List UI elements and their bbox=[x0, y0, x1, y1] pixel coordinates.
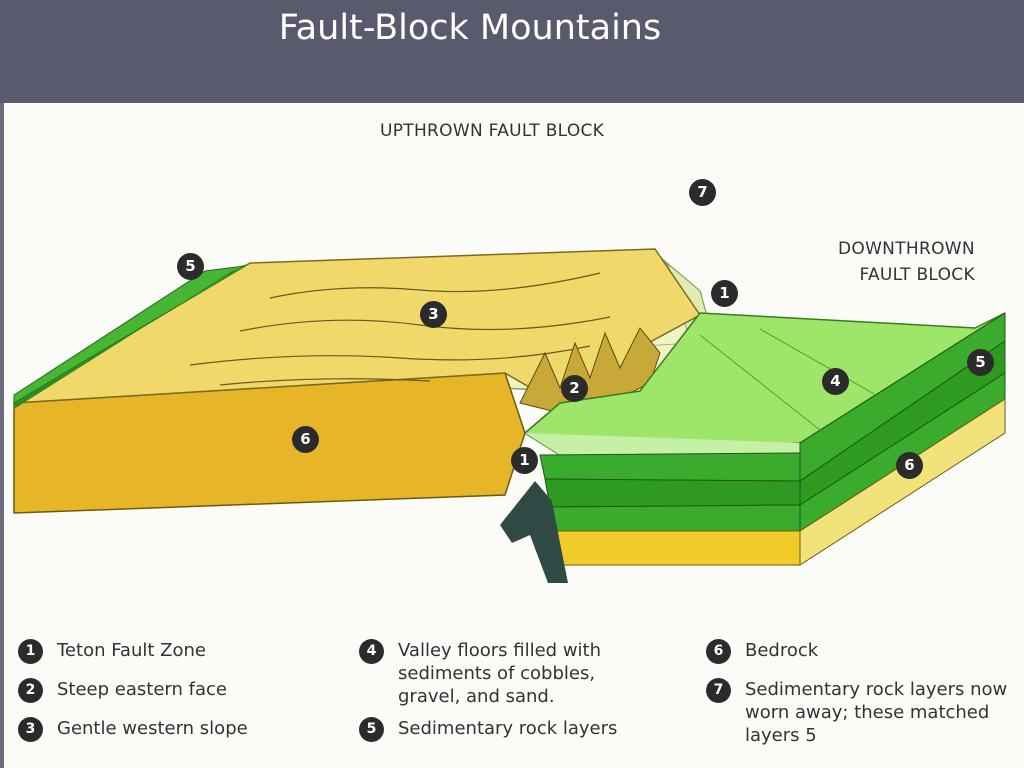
legend-text: Sedimentary rock layers bbox=[398, 718, 618, 739]
legend-badge: 1 bbox=[18, 639, 43, 664]
movement-arrow bbox=[500, 481, 568, 583]
legend-text: Bedrock bbox=[745, 640, 819, 661]
legend-badge: 3 bbox=[18, 717, 43, 742]
legend-item-6: 6 Bedrock bbox=[706, 639, 818, 664]
marker-4: 4 bbox=[822, 368, 849, 395]
legend-badge: 2 bbox=[18, 678, 43, 703]
legend-item-1: 1 Teton Fault Zone bbox=[18, 639, 206, 664]
legend-badge: 4 bbox=[359, 639, 384, 664]
marker-5-left: 5 bbox=[177, 253, 204, 280]
legend-text: Gentle western slope bbox=[57, 718, 248, 739]
legend-text: Sedimentary rock layers now worn away; t… bbox=[745, 679, 1008, 746]
marker-1-bottom: 1 bbox=[511, 447, 538, 474]
legend-text: Teton Fault Zone bbox=[57, 640, 206, 661]
marker-3: 3 bbox=[420, 301, 447, 328]
legend-item-3: 3 Gentle western slope bbox=[18, 717, 248, 742]
marker-7: 7 bbox=[689, 179, 716, 206]
marker-1-top: 1 bbox=[711, 280, 738, 307]
legend-text: Steep eastern face bbox=[57, 679, 227, 700]
legend-badge: 6 bbox=[706, 639, 731, 664]
downthrown-block bbox=[523, 312, 1006, 566]
legend-item-2: 2 Steep eastern face bbox=[18, 678, 227, 703]
legend-item-4: 4 Valley floors filled with sediments of… bbox=[359, 639, 601, 708]
fault-block-illustration bbox=[13, 248, 1006, 583]
upthrown-label: UPTHROWN FAULT BLOCK bbox=[380, 121, 605, 141]
legend-item-7: 7 Sedimentary rock layers now worn away;… bbox=[706, 678, 1024, 747]
downthrown-label: DOWNTHROWN FAULT BLOCK bbox=[838, 239, 975, 285]
marker-2: 2 bbox=[561, 375, 588, 402]
slide-edge bbox=[0, 103, 4, 768]
upthrown-block bbox=[13, 248, 702, 514]
marker-6-left: 6 bbox=[292, 426, 319, 453]
legend-badge: 7 bbox=[706, 678, 731, 703]
legend-text: Valley floors filled with sediments of c… bbox=[398, 640, 602, 707]
slide-title: Fault-Block Mountains bbox=[278, 8, 662, 48]
marker-5-right: 5 bbox=[967, 349, 994, 376]
legend-item-5: 5 Sedimentary rock layers bbox=[359, 717, 617, 742]
title-bar bbox=[0, 0, 1024, 103]
legend-badge: 5 bbox=[359, 717, 384, 742]
marker-6-right: 6 bbox=[896, 452, 923, 479]
